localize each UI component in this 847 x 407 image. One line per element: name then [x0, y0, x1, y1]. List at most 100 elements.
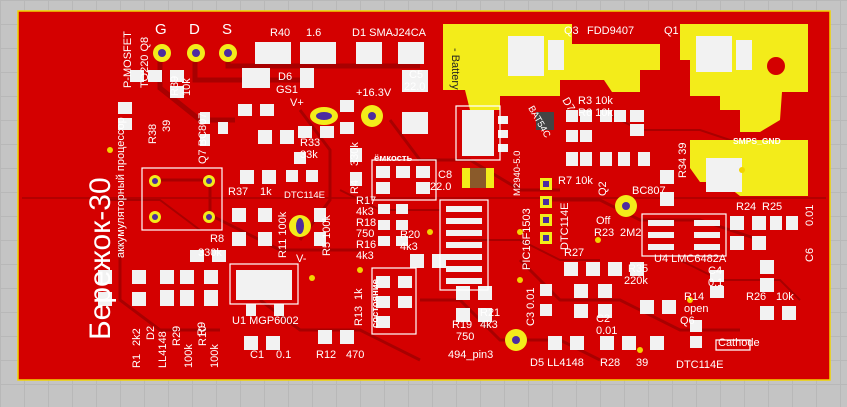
label-r40-val: 1.6 [306, 27, 321, 39]
label-c8-val: 22.0 [430, 181, 451, 193]
label-c6: C6 [804, 248, 816, 262]
label-u4: U4 LMC6482A [654, 253, 727, 265]
label-c6-val: 0.01 [804, 205, 816, 226]
label-r12: R12 [316, 349, 336, 361]
label-r38-val: 39 [161, 120, 173, 132]
label-r8-val: 330k [198, 247, 222, 259]
label-cathode: Cathode [718, 337, 760, 349]
label-q1: Q1 [664, 25, 679, 37]
label-bc807: BC807 [632, 185, 666, 197]
label-m2940: M2940-5.0 [512, 151, 523, 196]
label-r10: R10 [197, 326, 209, 346]
label-q2: Q2 [597, 181, 609, 196]
label-c5-val: 22.0 [404, 81, 425, 93]
label-c4-val: 0.1 [708, 277, 723, 289]
label-emkost: ёмкость [374, 153, 413, 164]
label-r14: R14 [684, 291, 704, 303]
label-r9: R9 [196, 322, 208, 336]
label-r28-val: 39 [636, 357, 648, 369]
label-c4: C4 [708, 265, 722, 277]
label-gs1: GS1 [276, 84, 298, 96]
label-r26-val: 10k [776, 291, 794, 303]
label-q6: Q6 [680, 315, 695, 327]
label-q7: Q7 BC807 [197, 113, 209, 164]
label-c8: C8 [438, 169, 452, 181]
label-r19-val: 750 [456, 331, 474, 343]
label-smps: SMPS_GND [733, 136, 781, 146]
label-dtc1: DTC114E [284, 190, 325, 201]
smd-pads [98, 36, 798, 350]
label-vplus: V+ [290, 97, 304, 109]
label-r23: R23 [594, 227, 614, 239]
mosfet-line2: TO220 Q8 [139, 37, 151, 88]
mosfet-line1: P-MOSFET [122, 31, 134, 88]
label-r5: R5 100k [321, 215, 333, 256]
label-r39-val: 10k [181, 78, 193, 96]
label-r34: R34 39 [677, 143, 689, 178]
label-r20: R20 [400, 229, 420, 241]
label-r25: R25 [762, 201, 782, 213]
label-r20-val: 4k3 [400, 241, 418, 253]
label-r7: R7 10k [558, 175, 593, 187]
label-off: Off [596, 215, 611, 227]
label-g: G [155, 21, 167, 38]
label-c5: C5 [409, 69, 423, 81]
label-r40: R40 [270, 27, 290, 39]
label-r17-val: 4k3 [356, 206, 374, 218]
label-d: D [189, 21, 200, 38]
label-r17: R17 [356, 195, 376, 207]
label-r28: R28 [600, 357, 620, 369]
label-c1-val: 0.1 [276, 349, 291, 361]
label-q3-part: FDD9407 [587, 25, 634, 37]
label-c2-val: 0.01 [596, 325, 617, 337]
label-r1: R1 [131, 354, 143, 368]
label-dtc3: DTC114E [676, 359, 723, 371]
label-c1: C1 [250, 349, 264, 361]
silk-outlines [141, 105, 751, 351]
label-r33-val: 33k [300, 149, 318, 161]
label-s: S [222, 21, 232, 38]
label-r4-val: 330k [349, 142, 361, 166]
label-r10-val: 100k [209, 344, 221, 368]
label-q3: Q3 [564, 25, 579, 37]
label-pin3: 494_pin3 [448, 349, 493, 361]
pic-ic-pads [446, 206, 482, 284]
label-r37: R37 [228, 186, 248, 198]
label-r21: R21 [480, 307, 500, 319]
label-r3: R3 10k [578, 95, 613, 107]
label-r13-val: 1k [353, 288, 365, 300]
label-d6: D6 [278, 71, 292, 83]
label-c3: C3 0.01 [525, 287, 537, 326]
label-r1-val: 2k2 [131, 328, 143, 346]
label-r29-val: 100k [183, 344, 195, 368]
board-title: Бережок-30 [84, 177, 117, 340]
label-r18-val: 750 [356, 228, 374, 240]
label-d1: D1 SMAJ24CA [352, 27, 427, 39]
label-dtc2: DTC114E [559, 203, 571, 250]
label-r37-val: 1k [260, 186, 272, 198]
label-r18: R18 [356, 217, 376, 229]
label-ll4148: LL4148 [157, 331, 169, 368]
board-subtitle: аккумуляторный процессор [115, 117, 127, 258]
label-r12-val: 470 [346, 349, 364, 361]
label-battery: - Battery [449, 48, 461, 90]
label-r13: R13 [353, 306, 365, 326]
through-holes [107, 44, 790, 353]
label-sostoyanie: состояние [370, 279, 381, 328]
label-c2: C2 [596, 313, 610, 325]
label-r33: R33 [300, 137, 320, 149]
label-r35-val: 220k [624, 275, 648, 287]
label-r6: R6 10k [578, 107, 613, 119]
label-r19: R19 [452, 319, 472, 331]
label-r4: R4 [349, 180, 361, 194]
label-d5: D5 LL4148 [530, 357, 584, 369]
label-pic: PIC16F1503 [521, 208, 533, 270]
label-vminus: V- [296, 253, 307, 265]
label-u1: U1 MGP6002 [232, 315, 299, 327]
label-d2: D2 [145, 326, 157, 340]
label-r29: R29 [171, 326, 183, 346]
label-r21-val: 4k3 [480, 319, 498, 331]
label-r16: R16 [356, 239, 376, 251]
label-r24: R24 [736, 201, 756, 213]
label-r26: R26 [746, 291, 766, 303]
